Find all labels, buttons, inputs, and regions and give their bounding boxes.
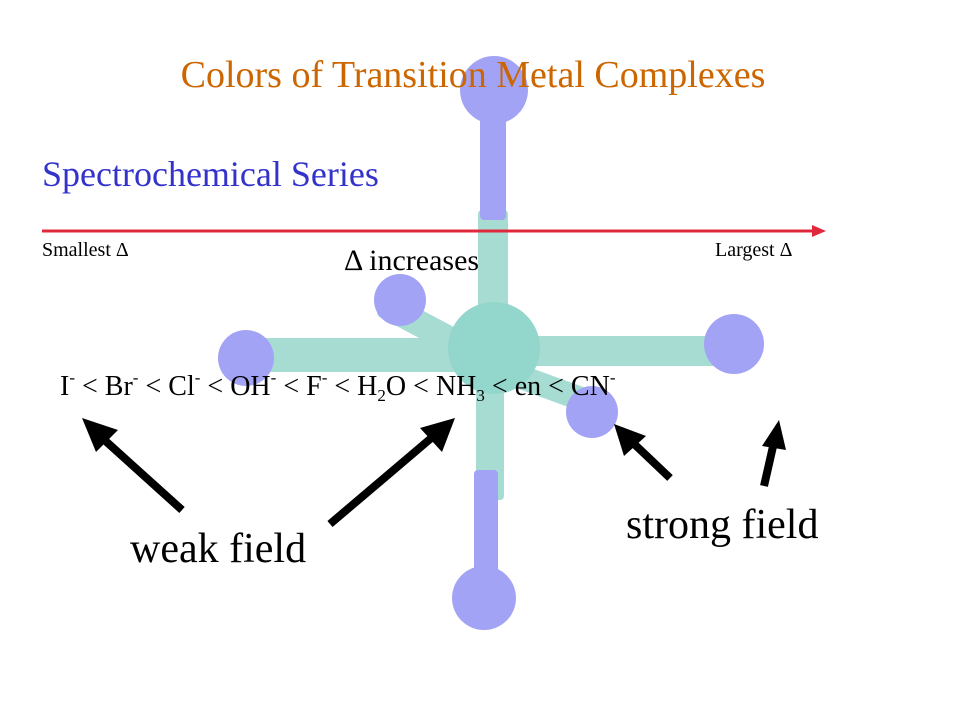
- atom-upper-left: [374, 274, 426, 326]
- ligand-nh: NH3: [435, 371, 485, 405]
- bond-right: [520, 336, 730, 366]
- ligand-charge: -: [194, 368, 201, 387]
- scale-arrow: [42, 225, 826, 237]
- series-separator: <: [484, 371, 515, 402]
- bond-bottom: [476, 360, 504, 500]
- weak-field-label: weak field: [130, 526, 307, 572]
- ligand-subscript: 3: [476, 386, 485, 405]
- spectrochemical-series: I- < Br- < Cl- < OH- < F- < H2O < NH3 < …: [60, 368, 616, 405]
- bond-top: [478, 210, 508, 330]
- ligand-symbol: Cl: [168, 371, 195, 402]
- series-separator: <: [200, 371, 231, 402]
- ligand-h: H2O: [357, 371, 407, 405]
- series-separator: <: [406, 371, 436, 402]
- weak-arrow-right-head: [420, 418, 455, 452]
- ligand-symbol: I: [60, 371, 70, 402]
- section-heading-text: Spectrochemical Series: [42, 154, 379, 194]
- ligand-symbol: H: [357, 371, 378, 402]
- ligand-f: F-: [306, 368, 328, 402]
- weak-field-arrows: [82, 418, 455, 528]
- strong-arrow-left-shaft: [627, 437, 673, 481]
- scale-left-label: Smallest Δ: [42, 239, 129, 261]
- weak-arrow-left-head: [82, 418, 118, 452]
- slide-title-text: Colors of Transition Metal Complexes: [180, 54, 766, 96]
- weak-arrow-right-shaft: [327, 430, 439, 528]
- ligand-charge: -: [609, 368, 616, 387]
- ligand-charge: -: [270, 368, 277, 387]
- series-separator: <: [327, 371, 358, 402]
- series-separator: <: [138, 371, 169, 402]
- series-separator: <: [75, 371, 105, 402]
- trend-label: Δ increases: [344, 244, 480, 277]
- ligand-symbol: F: [306, 371, 322, 402]
- ligand-symbol-tail: O: [385, 371, 407, 402]
- strong-field-label: strong field: [626, 502, 819, 548]
- strong-field-arrows: [614, 420, 786, 487]
- axial-bond-bottom: [474, 470, 498, 580]
- ligand-charge: -: [69, 368, 75, 387]
- strong-arrow-right-head: [762, 420, 786, 450]
- atom-lower-right: [566, 386, 618, 438]
- ligand-charge: -: [321, 368, 328, 387]
- atom-bottom: [452, 566, 516, 630]
- ligand-en: en: [515, 371, 541, 402]
- scale-right-label: Largest Δ: [715, 239, 793, 261]
- center-atom: [448, 302, 540, 394]
- ligand-symbol: en: [514, 371, 542, 402]
- section-heading: Spectrochemical Series: [42, 156, 379, 192]
- ligand-charge: -: [132, 368, 139, 387]
- ligand-i: I-: [60, 368, 75, 402]
- ligand-cn: CN-: [570, 368, 616, 402]
- atom-right: [704, 314, 764, 374]
- strong-arrow-left-head: [614, 424, 646, 456]
- weak-arrow-left-shaft: [97, 433, 185, 513]
- atom-left: [218, 330, 274, 386]
- axial-bond-group: [474, 100, 506, 580]
- ligand-symbol: CN: [570, 371, 610, 402]
- slide-title: Colors of Transition Metal Complexes: [0, 56, 946, 94]
- strong-arrow-right-shaft: [760, 441, 778, 487]
- ligand-symbol: Br: [104, 371, 133, 402]
- ligand-br: Br-: [104, 368, 139, 402]
- bond-left: [240, 338, 470, 372]
- series-separator: <: [541, 371, 571, 402]
- ligand-symbol: OH: [230, 371, 271, 402]
- axial-bond-top: [480, 100, 506, 220]
- atom-group: [218, 56, 764, 630]
- series-separator: <: [276, 371, 307, 402]
- atom-top: [460, 56, 528, 124]
- scale-arrowhead: [812, 225, 826, 237]
- ligand-oh: OH-: [230, 368, 277, 402]
- ligand-subscript: 2: [377, 386, 386, 405]
- ligand-cl: Cl-: [168, 368, 201, 402]
- ligand-symbol: NH: [435, 371, 477, 402]
